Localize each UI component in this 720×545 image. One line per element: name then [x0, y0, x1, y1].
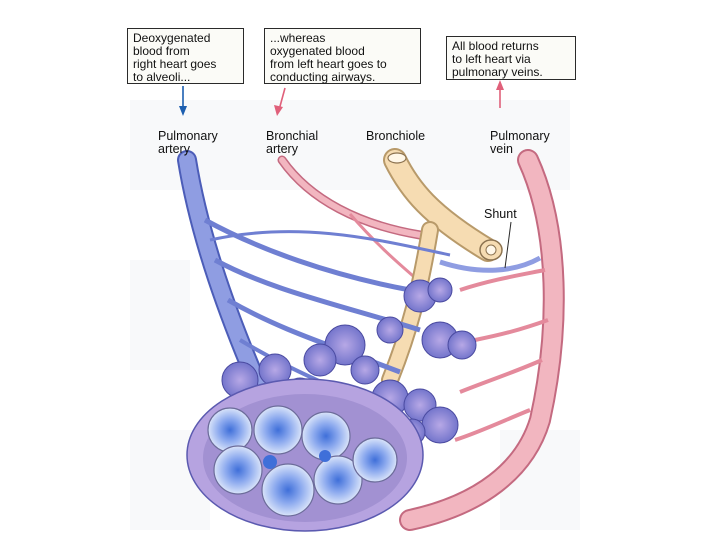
- label-bronchiole: Bronchiole: [366, 129, 426, 143]
- callout-oxygenated: ...whereas oxygenated blood from left he…: [264, 28, 421, 84]
- callout-returns-line-3: pulmonary veins.: [452, 65, 543, 79]
- callout-oxygenated-line-3: from left heart goes to: [270, 57, 387, 71]
- label-shunt: Shunt: [484, 207, 517, 221]
- label-pulmonary-artery: Pulmonary artery: [158, 130, 218, 156]
- arrow-down-blue-icon: [179, 86, 187, 116]
- callout-oxygenated-line-2: oxygenated blood: [270, 44, 365, 58]
- callout-deoxygenated: Deoxygenated blood from right heart goes…: [127, 28, 244, 84]
- callout-deoxygenated-line-3: right heart goes: [133, 57, 217, 71]
- label-pulmonary-vein-line-1: Pulmonary: [490, 129, 550, 143]
- callout-deoxygenated-line-1: Deoxygenated: [133, 31, 211, 45]
- callout-oxygenated-line-1: ...whereas: [270, 31, 326, 45]
- callout-returns-line-1: All blood returns: [452, 39, 539, 53]
- shunt-connection: [439, 221, 542, 273]
- pulmonary-vein: [399, 149, 565, 531]
- label-pulmonary-artery-line-1: Pulmonary: [158, 129, 218, 143]
- callout-returns-line-2: to left heart via: [452, 52, 531, 66]
- arrow-pink-icon: [274, 87, 286, 116]
- callout-returns: All blood returns to left heart via pulm…: [446, 36, 576, 80]
- label-bronchial-artery-line-1: Bronchial: [266, 129, 319, 143]
- arrow-up-pink-icon: [496, 80, 504, 108]
- label-bronchial-artery: Bronchial artery: [266, 130, 318, 156]
- label-pulmonary-vein: Pulmonary vein: [490, 130, 550, 156]
- label-pulmonary-vein-line-2: vein: [490, 142, 513, 156]
- callout-oxygenated-line-4: conducting airways.: [270, 70, 376, 84]
- callout-deoxygenated-line-2: blood from: [133, 44, 190, 58]
- label-pulmonary-artery-line-2: artery: [158, 142, 190, 156]
- label-bronchial-artery-line-2: artery: [266, 142, 298, 156]
- callout-deoxygenated-line-4: to alveoli...: [133, 70, 191, 84]
- alveoli-cluster: [186, 378, 424, 532]
